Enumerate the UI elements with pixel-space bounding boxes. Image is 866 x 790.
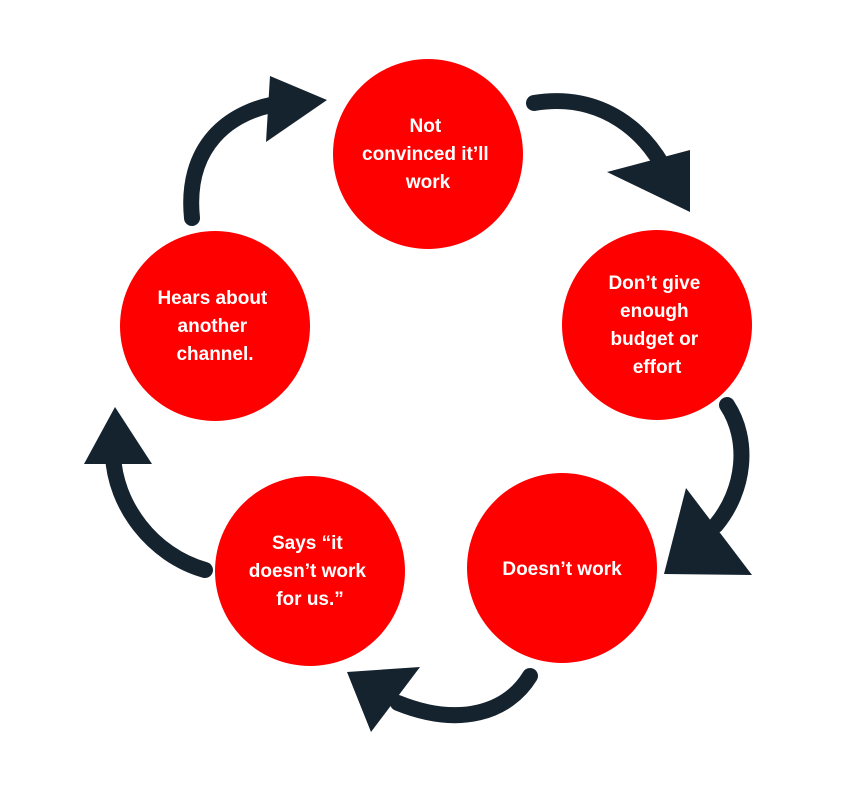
node-line: Not bbox=[410, 116, 442, 137]
node-dont-give-budget-text: Don’t give enough budget or effort bbox=[608, 273, 705, 378]
arrow-not-convinced-to-budget bbox=[526, 93, 690, 212]
node-says-it-doesnt-work-text: Says “it doesn’t work for us.” bbox=[249, 533, 371, 610]
node-line: Doesn’t work bbox=[502, 559, 622, 580]
node-line: convinced it’ll bbox=[362, 144, 489, 165]
node-line: Hears about bbox=[157, 288, 267, 309]
node-hears-another-channel-text: Hears about another channel. bbox=[157, 288, 272, 365]
node-not-convinced-text: Not convinced it’ll work bbox=[362, 116, 494, 193]
node-dont-give-budget: Don’t give enough budget or effort bbox=[562, 230, 752, 420]
node-line: effort bbox=[633, 357, 682, 378]
arrow-says-to-hears bbox=[84, 407, 213, 578]
node-says-it-doesnt-work: Says “it doesn’t work for us.” bbox=[215, 476, 405, 666]
node-line: another bbox=[178, 316, 248, 337]
node-line: Don’t give bbox=[608, 273, 700, 294]
node-line: budget or bbox=[611, 329, 699, 350]
node-hears-another-channel: Hears about another channel. bbox=[120, 231, 310, 421]
nodes-layer: Not convinced it’ll work Don’t give enou… bbox=[120, 59, 752, 666]
node-doesnt-work-text: Doesn’t work bbox=[502, 559, 622, 580]
arrow-hears-to-not-convinced bbox=[183, 76, 327, 226]
node-line: Says “it bbox=[272, 533, 343, 554]
node-not-convinced: Not convinced it’ll work bbox=[333, 59, 523, 249]
node-line: work bbox=[405, 172, 451, 193]
node-line: channel. bbox=[176, 344, 253, 365]
arrow-budget-to-doesnt-work bbox=[664, 397, 752, 575]
arrows-layer bbox=[84, 76, 752, 732]
node-line: for us.” bbox=[276, 589, 344, 610]
node-doesnt-work: Doesn’t work bbox=[467, 473, 657, 663]
node-line: enough bbox=[620, 301, 689, 322]
node-line: doesn’t work bbox=[249, 561, 367, 582]
arrow-doesnt-work-to-says bbox=[347, 667, 538, 732]
